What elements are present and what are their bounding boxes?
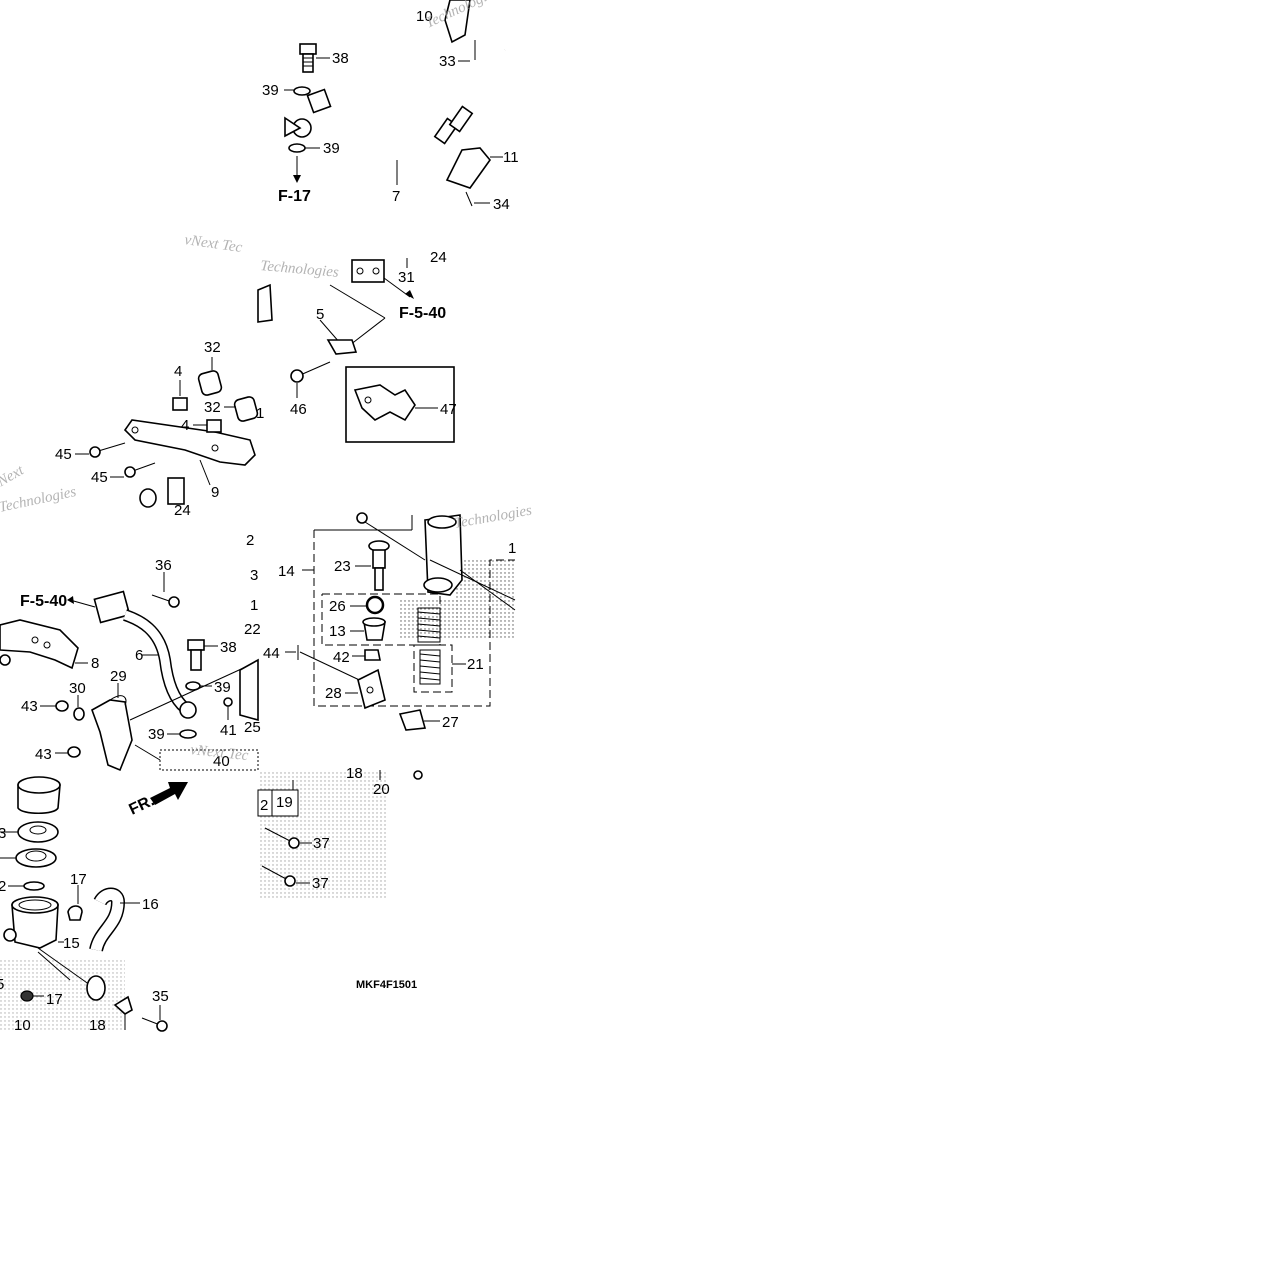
label-45: 45 [91, 469, 108, 486]
label-25: 25 [244, 719, 261, 736]
label-37: 37 [313, 835, 330, 852]
label-15: 15 [63, 935, 80, 952]
label-30: 30 [69, 680, 86, 697]
watermark-text: Technologies [260, 258, 340, 281]
label-43: 43 [21, 698, 38, 715]
label-28: 28 [325, 685, 342, 702]
label-32: 32 [204, 339, 221, 356]
label-34: 34 [493, 196, 510, 213]
label-39: 39 [214, 679, 231, 696]
label-1: 1 [508, 540, 516, 557]
watermark-text: vNext Tec [190, 742, 250, 764]
watermark-text: vNext [0, 462, 27, 493]
label-42: 42 [333, 649, 350, 666]
label-44: 44 [263, 645, 280, 662]
tile-bolts: 18 20 2 19 37 37 [257, 765, 423, 898]
label-1: 1 [250, 597, 258, 614]
label-27: 27 [442, 714, 459, 731]
label-24: 24 [174, 502, 191, 519]
label-38: 38 [220, 639, 237, 656]
ref-f17: F-17 [278, 188, 311, 205]
label-31: 31 [398, 269, 415, 286]
ref-f540: F-5-40 [399, 305, 446, 322]
label-20: 20 [373, 781, 390, 798]
label-29: 29 [110, 668, 127, 685]
label-19: 19 [276, 794, 293, 811]
label-10: 10 [416, 8, 433, 25]
label-16: 16 [142, 896, 159, 913]
label-18: 18 [89, 1017, 106, 1034]
tile-joint-stay: Technologies 31 24 F-5-40 5 46 47 [257, 249, 457, 443]
label-4: 4 [181, 417, 189, 434]
label-39: 39 [148, 726, 165, 743]
label-26: 26 [329, 598, 346, 615]
label-39: 39 [323, 140, 340, 157]
label-3: 3 [250, 567, 258, 584]
tile-hose-upper: 10 33 38 39 39 7 11 34 F-17 Technologies [262, 0, 519, 213]
label-46: 46 [290, 401, 307, 418]
label-21: 21 [467, 656, 484, 673]
tile-bracket-stay: vNext Tec 4 32 32 1 4 45 45 9 24 vNext [0, 232, 264, 519]
tile-master-cylinder: 14 23 26 13 42 44 28 21 27 1 Technologie… [263, 503, 533, 731]
ref-fr: FR. [127, 792, 158, 818]
label-24: 24 [430, 249, 447, 266]
label-22: 22 [244, 621, 261, 638]
watermark-text: vNext Tec [183, 232, 243, 256]
label-9: 9 [211, 484, 219, 501]
label-2: 2 [260, 797, 268, 814]
label-18: 18 [346, 765, 363, 782]
label-11: 11 [503, 149, 519, 166]
label-3: 3 [0, 825, 6, 842]
label-5: 5 [316, 306, 324, 323]
label-17: 17 [70, 871, 87, 888]
label-4: 4 [174, 363, 182, 380]
label-43: 43 [35, 746, 52, 763]
label-7: 7 [392, 188, 400, 205]
label-10: 10 [14, 1017, 31, 1034]
label-38: 38 [332, 50, 349, 67]
label-1: 1 [256, 405, 264, 422]
ref-f540: F-5-40 [20, 593, 67, 610]
label-35: 35 [152, 988, 169, 1005]
label-2: 2 [246, 532, 254, 549]
label-6: 6 [135, 647, 143, 664]
label-40: 40 [213, 753, 230, 770]
label-33: 33 [439, 53, 456, 70]
label-14: 14 [278, 563, 295, 580]
label-36: 36 [155, 557, 172, 574]
label-8: 8 [91, 655, 99, 672]
tile-reservoir: FR. 3 2 [0, 776, 169, 1034]
label-47: 47 [440, 401, 457, 418]
watermark-text: Technologies [453, 503, 533, 532]
label-17: 17 [46, 991, 63, 1008]
watermark-text: Technologies [0, 484, 78, 516]
label-23: 23 [334, 558, 351, 575]
label-45: 45 [55, 446, 72, 463]
tile-pedal-hose: 36 2 3 1 22 F-5-40 8 6 38 29 30 43 39 39… [0, 532, 261, 805]
label-5: 5 [0, 976, 4, 993]
label-37: 37 [312, 875, 329, 892]
label-2: 2 [0, 878, 6, 895]
label-41: 41 [220, 722, 237, 739]
diagram-code: MKF4F1501 [356, 979, 417, 991]
label-13: 13 [329, 623, 346, 640]
label-39: 39 [262, 82, 279, 99]
label-32: 32 [204, 399, 221, 416]
